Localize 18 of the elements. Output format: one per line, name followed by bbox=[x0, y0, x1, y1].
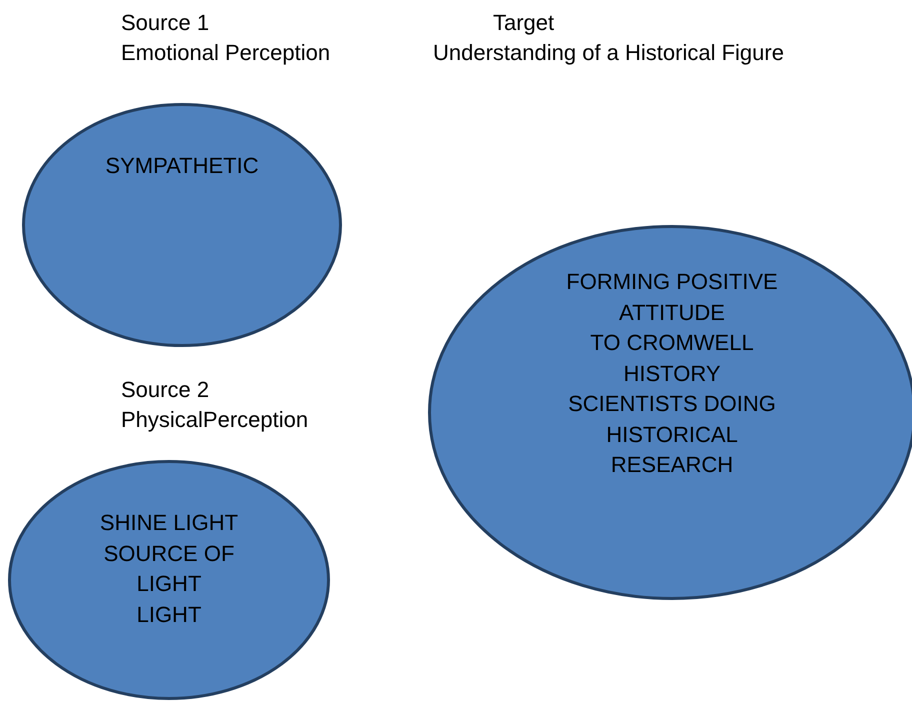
heading-label: Source 1 bbox=[121, 10, 210, 36]
ellipse-text: TO CROMWELL bbox=[590, 329, 754, 357]
ellipse-text: HISTORICAL bbox=[606, 420, 738, 448]
ellipse-text: SHINE LIGHT bbox=[100, 509, 238, 537]
ellipse-text: SCIENTISTS DOING bbox=[568, 390, 776, 418]
ellipse-text: LIGHT bbox=[136, 570, 202, 598]
ellipse-text: RESEARCH bbox=[610, 451, 734, 479]
ellipse-text: SYMPATHETIC bbox=[105, 152, 259, 180]
ellipse-text: SOURCE OF bbox=[104, 540, 234, 568]
subheading-label: Emotional Perception bbox=[121, 40, 330, 66]
ellipse-text: HISTORY bbox=[624, 360, 720, 388]
heading-label: Target bbox=[493, 10, 554, 36]
subheading-label: Understanding of a Historical Figure bbox=[433, 40, 784, 66]
ellipse-text: FORMING POSITIVE bbox=[566, 268, 778, 296]
heading-label: Source 2 bbox=[121, 377, 210, 403]
ellipse-text: LIGHT bbox=[136, 600, 202, 628]
subheading-label: PhysicalPerception bbox=[121, 407, 308, 433]
ellipse-text: ATTITUDE bbox=[619, 298, 725, 326]
